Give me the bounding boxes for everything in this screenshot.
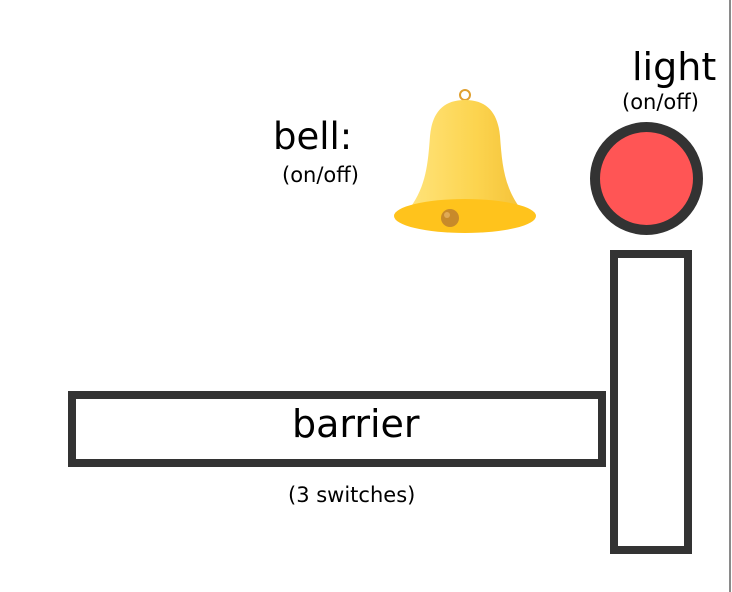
barrier-label: barrier: [292, 402, 420, 446]
light-icon[interactable]: [590, 122, 703, 235]
bell-state-label: (on/off): [282, 163, 359, 187]
barrier-arm[interactable]: [68, 391, 606, 467]
barrier-switches-label: (3 switches): [288, 483, 416, 507]
bell-icon[interactable]: [390, 86, 540, 238]
bell-label: bell:: [273, 115, 353, 158]
light-state-label: (on/off): [622, 90, 699, 114]
barrier-post: [610, 250, 692, 554]
light-label: light: [632, 45, 717, 89]
right-border: [729, 0, 731, 592]
